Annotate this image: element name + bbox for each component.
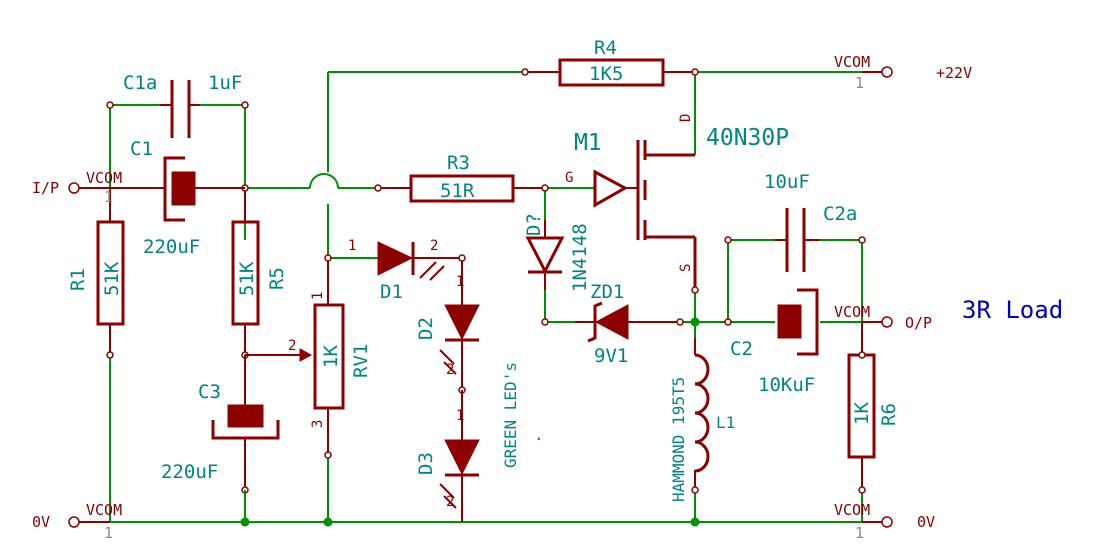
rv1-pin-1: 1 xyxy=(310,292,326,300)
r3-reference: R3 xyxy=(447,152,470,174)
r5-value: 51K xyxy=(236,261,258,296)
vcom-output-label: VCOM xyxy=(834,303,870,321)
vcom-ground-left-label: VCOM xyxy=(86,501,122,519)
wire-c2a-left xyxy=(727,239,775,322)
m1-pin-d: D xyxy=(678,114,694,122)
dq-value: 1N4148 xyxy=(569,223,591,292)
wire-crossover xyxy=(309,173,339,189)
c2a-value: 10uF xyxy=(764,171,810,193)
connector-output: VCOM O/P 3R Load xyxy=(834,296,1063,332)
resistor-r5: 51K R5 xyxy=(231,184,288,359)
d2-pin-2: 2 xyxy=(446,362,454,378)
c1a-value: 1uF xyxy=(208,72,242,94)
wire-c1a-left xyxy=(109,104,160,190)
connector-input: VCOM 1 I/P xyxy=(32,169,122,206)
connector-ground-left: VCOM 1 0V xyxy=(32,501,122,542)
junction-output xyxy=(690,317,700,327)
r1-reference: R1 xyxy=(67,268,89,291)
rv1-value: 1K xyxy=(320,345,342,368)
connector-supply: VCOM 1 +22V xyxy=(834,53,972,92)
r4-value: 1K5 xyxy=(589,63,623,85)
d1-pin-2: 2 xyxy=(430,238,438,254)
potentiometer-rv1: 1 2 3 1K RV1 xyxy=(245,254,372,459)
vcom-supply-pin: 1 xyxy=(855,74,864,92)
rv1-pin-2: 2 xyxy=(288,338,296,354)
green-leds-note: GREEN LED's xyxy=(501,362,520,468)
d2-pin-1: 1 xyxy=(456,274,464,290)
vcom-supply-label: VCOM xyxy=(834,53,870,71)
resistor-r4: R4 1K5 xyxy=(521,37,699,87)
connector-ground-right: VCOM 1 0V xyxy=(834,501,935,542)
c1-reference: C1 xyxy=(130,138,153,160)
d1-pin-1: 1 xyxy=(348,238,356,254)
wire-dq-zener xyxy=(544,290,575,323)
inductor-l1: HAMMOND 195T5 L1 xyxy=(669,338,735,502)
m1-reference: M1 xyxy=(574,130,602,156)
c2-value: 10KuF xyxy=(758,374,815,396)
vcom-input-pin: 1 xyxy=(104,188,113,206)
capacitor-c1: C1 220uF xyxy=(110,138,245,258)
m1-pin-g: G xyxy=(565,170,573,186)
d1-reference: D1 xyxy=(380,281,403,303)
input-net-label: I/P xyxy=(32,179,59,197)
c3-reference: C3 xyxy=(198,381,221,403)
led-d2: 1 2 D2 xyxy=(415,274,480,394)
zd1-reference: ZD1 xyxy=(590,281,624,303)
zener-zd1: ZD1 9V1 xyxy=(575,281,684,367)
l1-reference: L1 xyxy=(716,413,735,432)
r3-value: 51R xyxy=(440,180,475,202)
rv1-reference: RV1 xyxy=(350,344,372,378)
resistor-r3: R3 51R xyxy=(374,152,549,203)
d2-reference: D2 xyxy=(415,317,437,340)
capacitor-c2: C2 10KuF xyxy=(724,288,819,396)
dot-note: . xyxy=(534,425,544,444)
m1-value: 40N30P xyxy=(706,125,789,151)
output-net-label: O/P xyxy=(905,314,932,332)
led-d1: 1 2 D1 xyxy=(348,238,466,303)
vcom-ground-left-pin: 1 xyxy=(104,524,113,542)
r5-reference: R5 xyxy=(266,267,288,290)
d3-reference: D3 xyxy=(415,452,437,475)
rv1-pin-3: 3 xyxy=(310,420,326,428)
c1-value: 220uF xyxy=(143,236,200,258)
resistor-r1: R1 51K xyxy=(67,190,125,359)
vcom-input-label: VCOM xyxy=(86,169,122,187)
vcom-ground-right-pin: 1 xyxy=(855,524,864,542)
l1-value: HAMMOND 195T5 xyxy=(669,377,688,502)
c1a-reference: C1a xyxy=(123,72,157,94)
m1-pin-s: S xyxy=(678,264,694,272)
junction-ground-rv1 xyxy=(323,517,333,527)
r1-value: 51K xyxy=(101,261,123,296)
junction-ground-l1 xyxy=(690,517,700,527)
ground-left-net-label: 0V xyxy=(32,513,50,531)
supply-net-label: +22V xyxy=(936,64,972,82)
c2-reference: C2 xyxy=(730,338,753,360)
mosfet-m1: D G S M1 40N30P xyxy=(565,114,789,294)
zd1-value: 9V1 xyxy=(594,345,628,367)
dq-reference: D? xyxy=(523,213,545,236)
ground-right-net-label: 0V xyxy=(917,513,935,531)
diode-d-unref: D? 1N4148 xyxy=(523,213,591,326)
led-d3: 1 2 D3 xyxy=(415,390,480,522)
r6-value: 1K xyxy=(851,402,873,425)
c2a-reference: C2a xyxy=(823,203,857,225)
capacitor-c1a: C1a 1uF xyxy=(106,72,249,138)
c3-value: 220uF xyxy=(161,461,218,483)
r4-reference: R4 xyxy=(594,37,617,59)
resistor-r6: 1K R6 xyxy=(847,322,900,494)
capacitor-c2a: 10uF C2a xyxy=(724,171,866,272)
load-note: 3R Load xyxy=(962,296,1063,324)
wire-c1a-right xyxy=(200,104,246,240)
r6-reference: R6 xyxy=(878,403,900,426)
capacitor-c3: C3 220uF xyxy=(161,355,280,522)
d3-pin-2: 2 xyxy=(446,494,454,510)
vcom-ground-right-label: VCOM xyxy=(834,501,870,519)
d3-pin-1: 1 xyxy=(456,408,464,424)
